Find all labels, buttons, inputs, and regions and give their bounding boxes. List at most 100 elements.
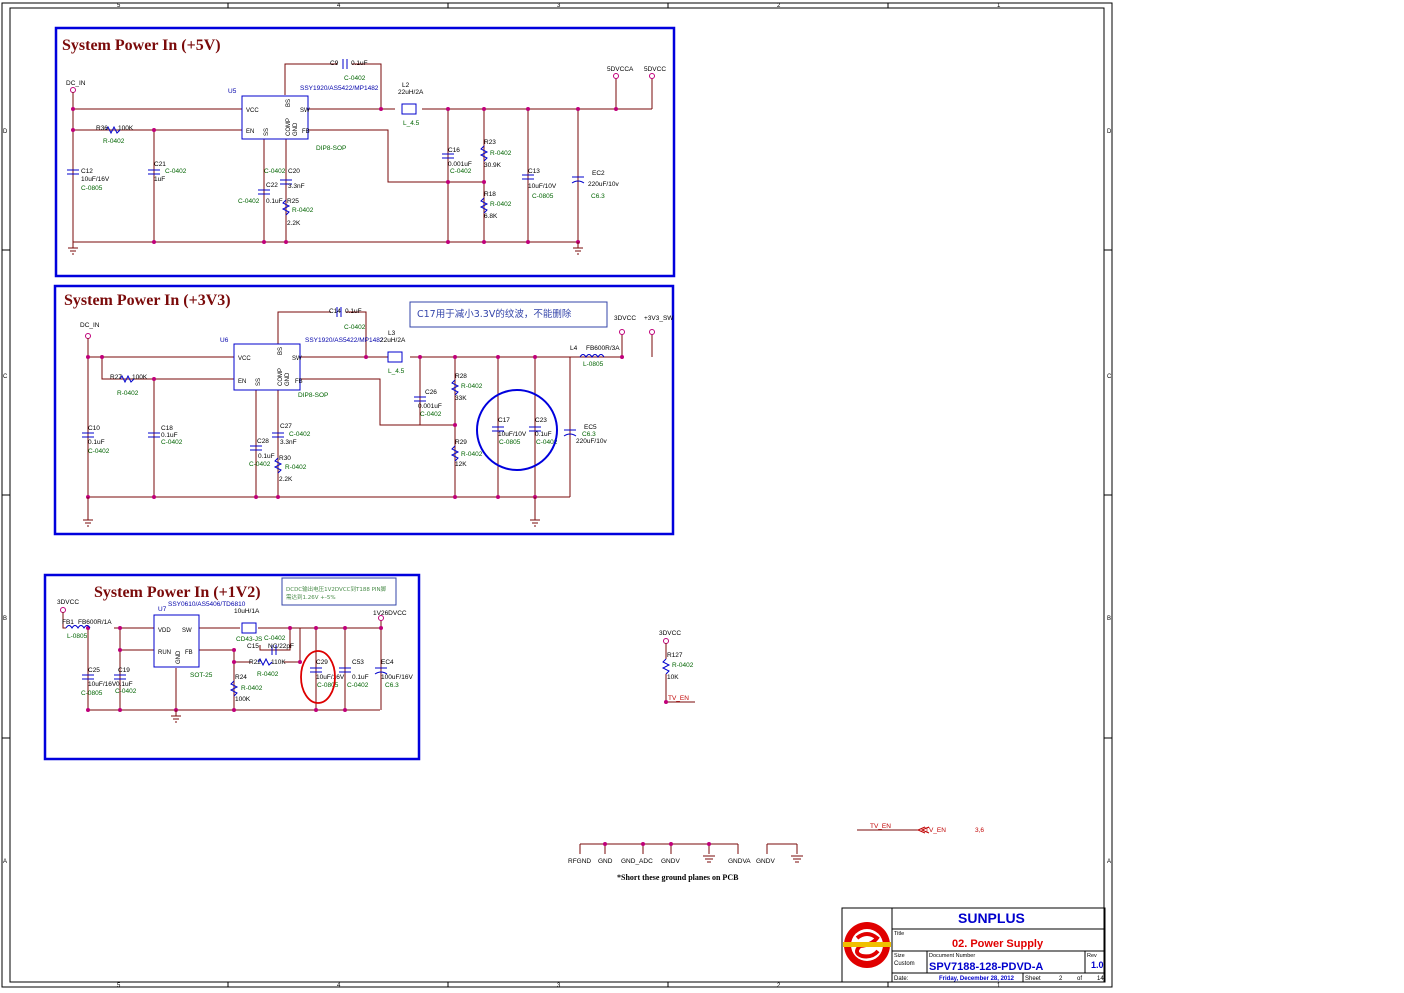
u6-pin-bs: BS: [278, 347, 284, 355]
c15: C15 NC/22pF C-0402: [247, 635, 294, 655]
section-3v3-box: [53, 284, 675, 536]
size-label: Size: [894, 953, 905, 959]
svg-text:3.3nF: 3.3nF: [288, 183, 305, 190]
svg-text:1uF: 1uF: [154, 176, 165, 183]
u6-pin-sw: SW: [292, 356, 302, 362]
svg-text:R-0402: R-0402: [257, 671, 279, 678]
svg-text:C9: C9: [330, 60, 339, 67]
svg-text:R36: R36: [96, 125, 108, 132]
svg-text:10uF/16V: 10uF/16V: [81, 176, 110, 183]
ec2: EC2 220uF/10v C6.3: [571, 170, 619, 200]
svg-text:33K: 33K: [455, 395, 467, 402]
dcdc-note-line1: DCDC输出电压1V2DVCC到T188 PIN脚: [286, 585, 387, 593]
c26: C26 0.001uF C-0402: [414, 389, 442, 418]
u6-pin-fb: FB: [295, 379, 303, 385]
svg-text:R-0402: R-0402: [292, 207, 314, 214]
c13: C13 10uF/10V C-0805: [522, 168, 557, 200]
r24: R24 100K R-0402: [229, 674, 263, 703]
c29-highlight-ellipse: [300, 650, 336, 704]
r30: R30 2.2K R-0402: [273, 455, 307, 483]
tv-en-rail: 3DVCC: [659, 630, 681, 637]
section-1v2: System Power In (+1V2) DCDC输出电压1V2DVCC到T…: [43, 573, 421, 761]
zone-col-3-bottom: 3: [557, 983, 561, 989]
gnd-gndva: GNDVA: [728, 858, 751, 865]
svg-text:C15: C15: [247, 643, 259, 650]
rev-value: 1.0: [1091, 960, 1104, 970]
out-5dvcca: 5DVCCA: [607, 66, 634, 73]
svg-text:FB600R/3A: FB600R/3A: [586, 345, 620, 352]
gnd-rfgnd: RFGND: [568, 858, 591, 865]
zone-col-3-top: 3: [557, 3, 561, 9]
svg-text:30.9K: 30.9K: [484, 162, 502, 169]
title-block: SUNPLUS Title 02. Power Supply Size Cust…: [841, 907, 1106, 983]
svg-text:C6.3: C6.3: [591, 193, 605, 200]
svg-text:10uF/10V: 10uF/10V: [528, 183, 557, 190]
svg-text:10uF/16V: 10uF/16V: [316, 674, 345, 681]
svg-text:FB600R/1A: FB600R/1A: [78, 619, 112, 626]
zone-col-1-top: 1: [997, 3, 1001, 9]
u7-pin-run: RUN: [158, 650, 171, 656]
r23: R23 30.9K R-0402: [479, 139, 512, 169]
c12: C12 10uF/16V C-0805: [67, 168, 110, 192]
section-3v3: System Power In (+3V3) C17用于减小3.3V的纹波，不能…: [53, 284, 675, 536]
c25: C25 10uF/16V C-0805: [81, 667, 117, 697]
svg-text:R-0402: R-0402: [117, 390, 139, 397]
in-3dvcc-label: 3DVCC: [57, 599, 79, 606]
size-value: Custom: [894, 961, 915, 967]
u7-package: SOT-25: [190, 672, 213, 679]
svg-text:L_4.5: L_4.5: [403, 120, 420, 127]
c29: C29 10uF/16V C-0805: [310, 659, 345, 689]
r127-val: 10K: [667, 674, 679, 681]
u5-package: DIP8-SOP: [316, 145, 346, 152]
c10: C10 0.1uF C-0402: [82, 425, 110, 455]
c17-note: C17用于减小3.3V的纹波，不能删除: [417, 308, 572, 320]
section-3v3-title: System Power In (+3V3): [64, 292, 231, 309]
svg-text:C26: C26: [425, 389, 437, 396]
out-3v3-sw: +3V3_SW: [644, 315, 674, 322]
l5: 10uH/1A CD43-JS: [234, 608, 263, 643]
sheet-total: 14: [1097, 976, 1104, 982]
u5-pin-en: EN: [246, 129, 254, 135]
gnd-symbol-3v3-b: [530, 497, 540, 527]
c16: C16 0.001uF C-0402: [442, 147, 472, 175]
svg-text:2.2K: 2.2K: [287, 220, 301, 227]
svg-text:0.1uF: 0.1uF: [352, 674, 369, 681]
rev-label: Rev: [1087, 953, 1097, 959]
svg-text:6.8K: 6.8K: [484, 213, 498, 220]
u6-pin-en: EN: [238, 379, 246, 385]
docnum-value: SPV7188-128-PDVD-A: [929, 961, 1043, 973]
svg-text:0.1uF: 0.1uF: [258, 453, 275, 460]
svg-text:C-0402: C-0402: [115, 688, 137, 695]
c14: C14 0.1uF C-0402: [329, 307, 366, 331]
gnd-symbol-1v2: [171, 710, 181, 723]
u5-pin-sw: SW: [300, 108, 310, 114]
zone-col-5-top: 5: [117, 3, 121, 9]
svg-text:R23: R23: [484, 139, 496, 146]
u7-ic-body: [153, 614, 200, 668]
zone-col-4-top: 4: [337, 3, 341, 9]
u5-pin-ss: SS: [264, 128, 270, 136]
c27: C27 3.3nF C-0402: [272, 423, 311, 446]
c21: C21 1uF C-0402: [148, 161, 187, 183]
svg-text:R27: R27: [110, 374, 122, 381]
r27: R27 100K R-0402: [110, 374, 148, 397]
u5-part: SSY1920/AS5422/MP1482: [300, 85, 379, 92]
tv-en-port-label: TV_EN: [925, 827, 946, 834]
svg-text:FB1: FB1: [62, 619, 74, 626]
ground-tie-note: *Short these ground planes on PCB: [617, 873, 739, 882]
c17-c23-highlight-circle: [476, 389, 558, 471]
svg-text:R24: R24: [235, 674, 247, 681]
svg-text:C16: C16: [448, 147, 460, 154]
gnd-symbol-5v-a: [68, 242, 78, 255]
gnd-symbol-3v3-a: [83, 497, 93, 527]
zone-row-c-left: C: [3, 374, 8, 380]
c19: C19 0.1uF C-0402: [114, 667, 137, 695]
svg-text:C10: C10: [88, 425, 100, 432]
svg-text:C20: C20: [288, 168, 300, 175]
dc-in-label-5v: DC_IN: [66, 80, 86, 87]
svg-text:0.001uF: 0.001uF: [448, 161, 472, 168]
docnum-label: Document Number: [929, 953, 975, 959]
svg-text:0.1uF: 0.1uF: [88, 439, 105, 446]
svg-text:R30: R30: [279, 455, 291, 462]
tv-en-offpage: TV_EN TV_EN 3,6: [857, 823, 984, 834]
